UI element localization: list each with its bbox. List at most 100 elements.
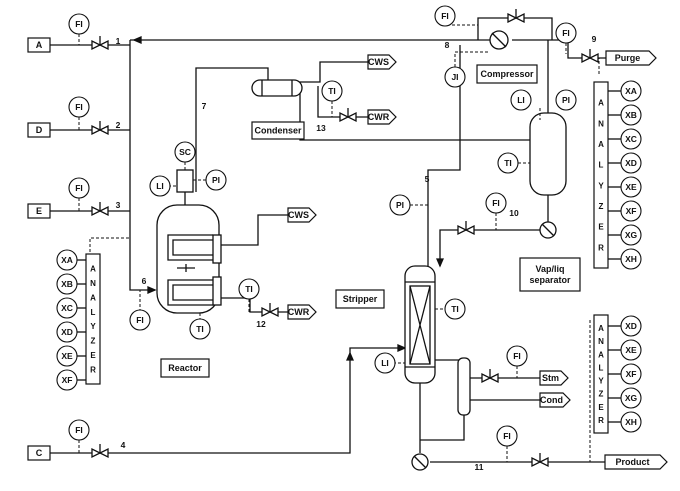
analyzer-point: XH [620, 248, 642, 270]
condenser-cwr-box: CWR [367, 109, 397, 125]
pi-instrument-label: PI [562, 95, 570, 105]
steam-box: Stm [539, 370, 569, 386]
valve[interactable] [339, 108, 357, 123]
analyzer-title-letter: A [598, 140, 604, 149]
analyzer-title-letter: Z [599, 390, 604, 399]
valve[interactable] [581, 49, 599, 64]
feed-header-line [129, 40, 155, 291]
analyzer-point-label: XE [61, 351, 73, 361]
analyzer-title-letter: E [598, 403, 604, 412]
fi-instrument-label: FI [513, 351, 521, 361]
stream-number-8: 8 [445, 40, 450, 50]
purge-box-label: Purge [615, 53, 641, 63]
analyzer-title-letter: N [598, 337, 604, 346]
fi-instrument-label: FI [75, 425, 83, 435]
analyzer-point: XB [56, 273, 78, 295]
fi-instrument-label: FI [441, 11, 449, 21]
pi-instrument: PI [555, 89, 577, 111]
stream-number-5: 5 [425, 174, 430, 184]
analyzer-point-label: XC [625, 134, 637, 144]
separator-label-text: separator [529, 275, 571, 285]
stream-number-1: 1 [116, 36, 121, 46]
analyzer-title-letter: Y [598, 377, 604, 386]
feed-e-box: E [27, 203, 51, 219]
ji-instrument-label: JI [451, 72, 458, 82]
stream-number-11: 11 [475, 462, 484, 472]
analyzer-point-label: XF [62, 375, 73, 385]
analyzer-title-letter: A [90, 293, 96, 302]
analyzer-point: XD [620, 152, 642, 174]
valve[interactable] [91, 121, 109, 136]
stream-7-line [195, 67, 269, 192]
reactor-cws-box-label: CWS [288, 210, 309, 220]
analyzer-point-label: XA [61, 255, 73, 265]
signal-line [454, 51, 490, 77]
reactor-label-text: Reactor [168, 363, 202, 373]
analyzer-point: XF [56, 369, 78, 391]
analyzer-point-label: XD [625, 321, 637, 331]
reactor-cwr-box: CWR [287, 304, 317, 320]
fi-instrument-label: FI [492, 198, 500, 208]
analyzer-point: XG [620, 224, 642, 246]
stream-10-line [439, 229, 540, 266]
pi-instrument-label: PI [396, 200, 404, 210]
ti-instrument: TI [238, 278, 260, 300]
steam-box-label: Stm [542, 373, 559, 383]
sc-instrument: SC [174, 141, 196, 163]
analyzer-point: XG [620, 387, 642, 409]
compressor-bypass [477, 17, 553, 40]
valve[interactable] [91, 36, 109, 51]
analyzer-point: XC [56, 297, 78, 319]
fi-instrument: FI [68, 13, 90, 35]
condenser-label: Condenser [251, 121, 305, 140]
ji-instrument: JI [444, 66, 466, 88]
ti-instrument-label: TI [504, 158, 512, 168]
analyzer-point-label: XB [61, 279, 73, 289]
feed-c-box: C [27, 445, 51, 461]
analyzer-title-letter: E [90, 351, 96, 360]
analyzer-point-label: XG [625, 393, 638, 403]
analyzer-point: XD [56, 321, 78, 343]
fi-instrument: FI [485, 192, 507, 214]
arrow-head [132, 36, 142, 44]
analyzer-title-letter: N [598, 119, 604, 128]
separator-label-text: Vap/liq [535, 264, 564, 274]
analyzer-point-label: XA [625, 86, 637, 96]
separator-vessel [529, 112, 567, 239]
reactor-vessel [156, 169, 222, 314]
analyzer-title-letter: L [91, 308, 96, 317]
feed-a-box-label: A [36, 40, 43, 50]
reactor-cws-box: CWS [287, 207, 317, 223]
analyzer-title-letter: R [90, 366, 96, 375]
stream-number-3: 3 [116, 200, 121, 210]
analyzer-title-letter: Z [91, 337, 96, 346]
condensate-box-label: Cond [540, 395, 563, 405]
analyzer-point: XH [620, 411, 642, 433]
valve[interactable] [507, 9, 525, 24]
condenser-cws-box-label: CWS [368, 57, 389, 67]
valve[interactable] [91, 202, 109, 217]
valve[interactable] [457, 221, 475, 236]
valve[interactable] [91, 444, 109, 459]
analyzer-point-label: XH [625, 417, 637, 427]
analyzer-title-letter: A [598, 99, 604, 108]
stream-number-9: 9 [592, 34, 597, 44]
valve[interactable] [481, 369, 499, 384]
stripper-label-text: Stripper [343, 294, 378, 304]
condensate-box: Cond [539, 392, 571, 408]
li-instrument-label: LI [381, 358, 389, 368]
product-box-label: Product [615, 457, 649, 467]
ti-instrument-label: TI [328, 86, 336, 96]
ti-instrument: TI [444, 298, 466, 320]
fi-instrument: FI [68, 419, 90, 441]
pi-instrument-label: PI [212, 175, 220, 185]
valve[interactable] [261, 303, 279, 318]
analyzer-title-letter: E [598, 223, 604, 232]
feed-d-box-label: D [36, 125, 43, 135]
valve[interactable] [531, 453, 549, 468]
fi-instrument-label: FI [75, 183, 83, 193]
